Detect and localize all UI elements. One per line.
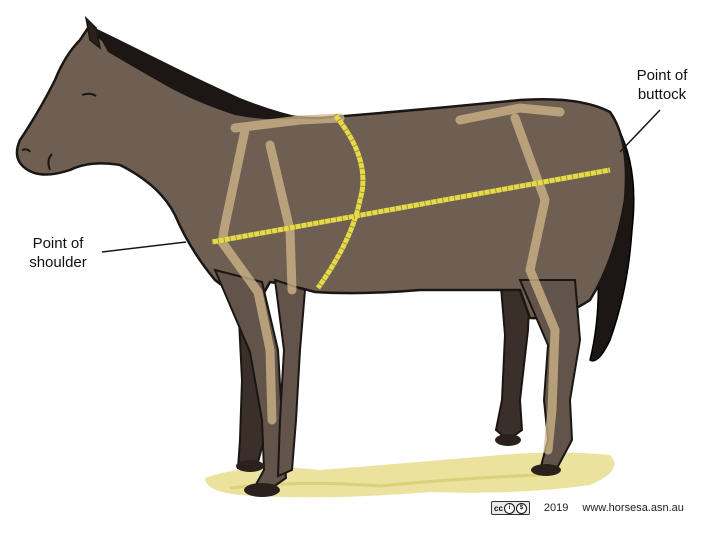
cc-badge-text: cc [494,504,503,513]
point-of-shoulder-label: Point of shoulder [18,234,98,272]
credit-website[interactable]: www.horsesa.asn.au [582,502,684,514]
point-of-buttock-label: Point of buttock [622,66,702,104]
shoulder-label-line1: Point of [18,234,98,253]
credit-year: 2019 [544,502,568,514]
buttock-label-line1: Point of [622,66,702,85]
cc-by-glyph: i [504,503,515,514]
cc-nc-glyph: $ [516,503,527,514]
shoulder-label-line2: shoulder [18,253,98,272]
shoulder-leader-line [102,242,186,252]
buttock-leader-line [620,110,660,152]
creative-commons-icon: cc i $ [491,501,530,515]
credit-footer: cc i $ 2019 www.horsesa.asn.au [491,500,684,516]
buttock-label-line2: buttock [622,85,702,104]
